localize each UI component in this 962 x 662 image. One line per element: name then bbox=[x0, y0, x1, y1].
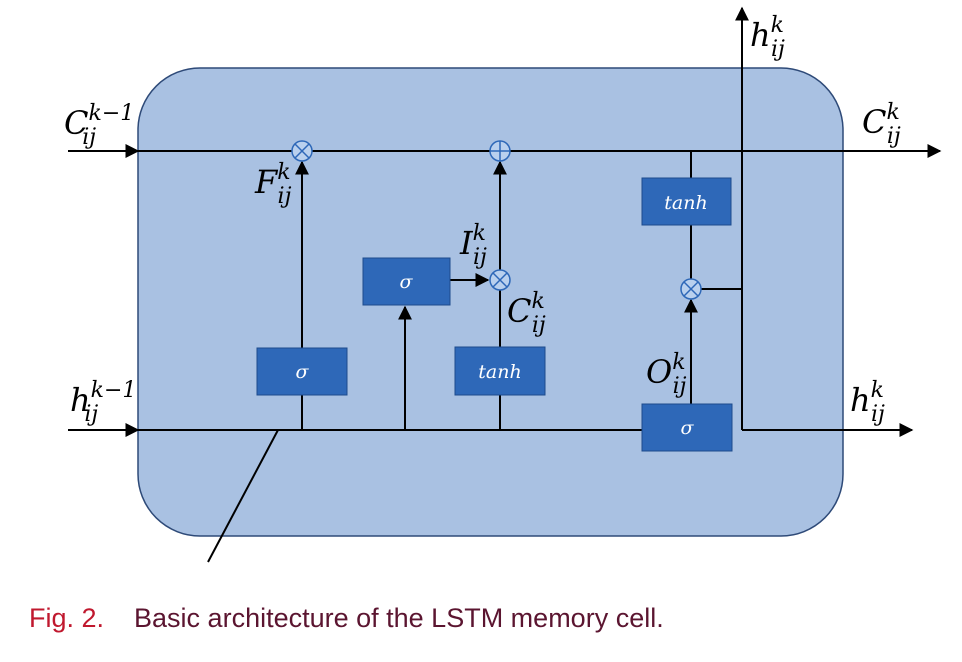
figure-number: Fig. 2. bbox=[29, 603, 105, 633]
candidate-tanh-symbol: tanh bbox=[478, 361, 521, 383]
external-input-line bbox=[207, 429, 279, 563]
input-gate-symbol: σ bbox=[400, 271, 414, 293]
output-gate-symbol: σ bbox=[681, 417, 695, 439]
cell-tanh-symbol: tanh bbox=[664, 192, 707, 214]
forget-multiply-icon bbox=[291, 140, 313, 162]
cell-tanh-box: tanh bbox=[641, 177, 732, 226]
figure-caption-text: Basic architecture of the LSTM memory ce… bbox=[134, 603, 664, 633]
forget-gate-symbol: σ bbox=[296, 361, 310, 383]
input-multiply-icon bbox=[489, 269, 511, 291]
cell-add-icon bbox=[489, 140, 511, 162]
output-multiply-icon bbox=[680, 278, 702, 300]
candidate-tanh-box: tanh bbox=[454, 346, 546, 396]
forget-gate-box: σ bbox=[256, 347, 348, 396]
output-gate-box: σ bbox=[641, 403, 733, 452]
figure-caption: Fig. 2. Basic architecture of the LSTM me… bbox=[29, 603, 664, 634]
memory-cell-body bbox=[137, 67, 844, 537]
input-gate-box: σ bbox=[362, 257, 451, 306]
